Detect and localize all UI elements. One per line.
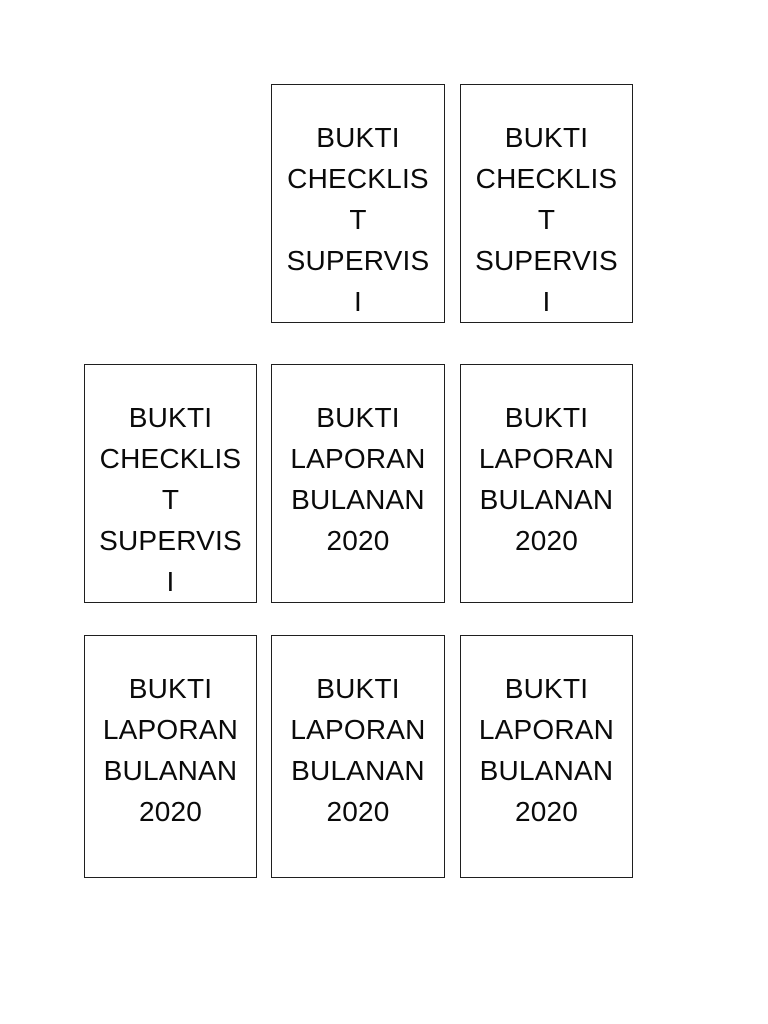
doc-box-label: BUKTI LAPORAN BULANAN 2020 [478, 402, 615, 556]
doc-box-label: BUKTI LAPORAN BULANAN 2020 [290, 673, 426, 827]
doc-box-label: BUKTI CHECKLIS T SUPERVIS I [99, 402, 242, 597]
doc-box-label: BUKTI LAPORAN BULANAN 2020 [102, 673, 239, 827]
doc-box-label: BUKTI CHECKLIS T SUPERVIS I [286, 122, 430, 317]
doc-box-laporan-bulanan-1: BUKTI LAPORAN BULANAN 2020 [271, 364, 445, 603]
doc-box-checklist-supervisi-2: BUKTI CHECKLIS T SUPERVIS I [460, 84, 633, 323]
doc-box-laporan-bulanan-3: BUKTI LAPORAN BULANAN 2020 [84, 635, 257, 878]
doc-box-label: BUKTI LAPORAN BULANAN 2020 [290, 402, 426, 556]
doc-box-checklist-supervisi-1: BUKTI CHECKLIS T SUPERVIS I [271, 84, 445, 323]
doc-box-laporan-bulanan-5: BUKTI LAPORAN BULANAN 2020 [460, 635, 633, 878]
doc-box-laporan-bulanan-4: BUKTI LAPORAN BULANAN 2020 [271, 635, 445, 878]
doc-box-checklist-supervisi-3: BUKTI CHECKLIS T SUPERVIS I [84, 364, 257, 603]
doc-box-label: BUKTI CHECKLIS T SUPERVIS I [475, 122, 618, 317]
doc-box-laporan-bulanan-2: BUKTI LAPORAN BULANAN 2020 [460, 364, 633, 603]
doc-box-label: BUKTI LAPORAN BULANAN 2020 [478, 673, 615, 827]
